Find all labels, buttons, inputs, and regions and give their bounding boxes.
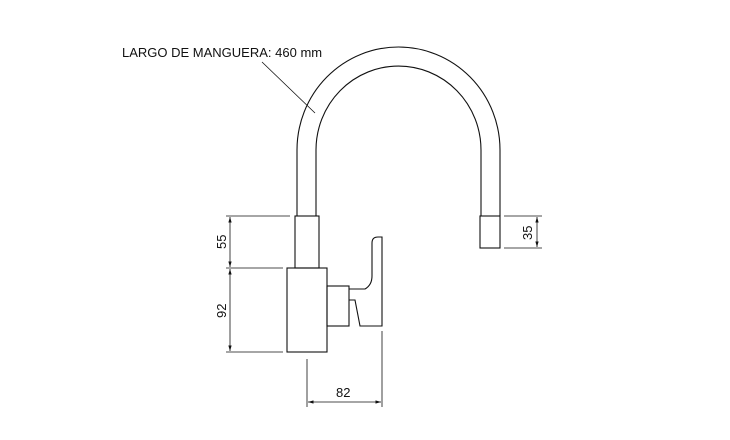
dimension-35: 35 [520,226,535,240]
handle-connector [326,285,350,327]
lever-handle [349,236,383,327]
hose-inner [315,65,482,216]
dimension-55: 55 [214,235,229,249]
faucet-body [286,267,328,353]
hose-outer [296,46,501,216]
dimension-92: 92 [214,304,229,318]
hose-sleeve [294,215,320,269]
hose-length-label: LARGO DE MANGUERA: 460 mm [122,45,322,60]
hose-leader-line [261,61,316,114]
dimension-82: 82 [336,385,350,400]
nozzle [479,215,501,249]
